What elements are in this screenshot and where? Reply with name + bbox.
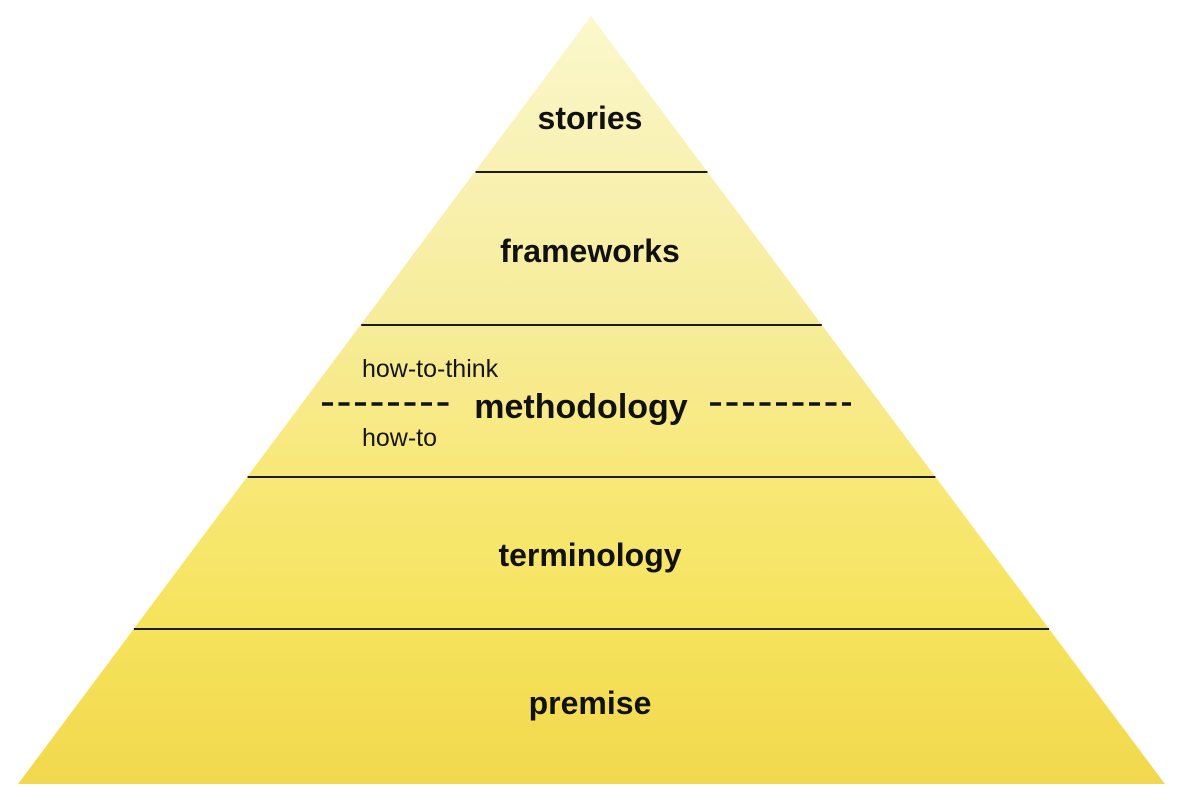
pyramid-shape <box>18 16 1165 784</box>
annotation-how-to-think: how-to-think <box>362 355 499 383</box>
level-label-terminology: terminology <box>498 537 681 573</box>
level-label-stories: stories <box>538 100 643 136</box>
level-label-frameworks: frameworks <box>500 233 680 269</box>
annotation-how-to: how-to <box>362 424 437 452</box>
level-label-methodology: methodology <box>474 388 688 426</box>
level-label-premise: premise <box>529 685 652 721</box>
